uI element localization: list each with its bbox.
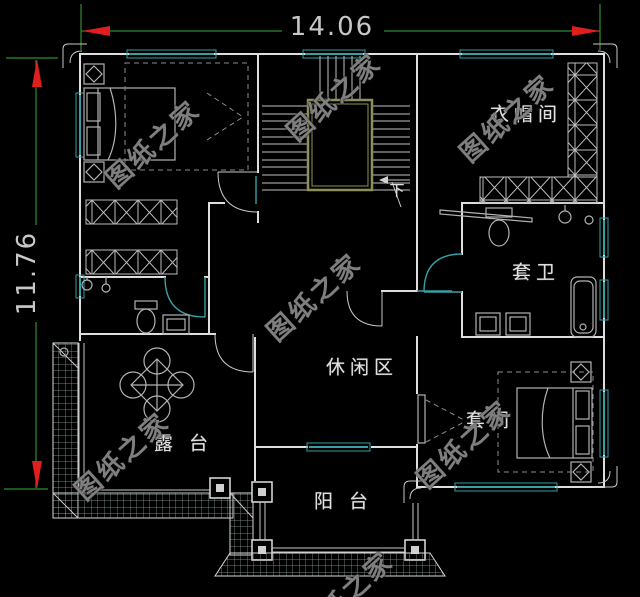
stair-down-label: 下 [389,181,405,200]
doors [164,92,467,444]
stool-icon [475,312,501,336]
railing [259,502,419,553]
corner-decoration-icon [403,480,424,503]
bathtub-icon [570,276,597,338]
stool-icon [505,312,531,336]
stairs [262,56,410,208]
door-icon [417,394,467,444]
nightstand-icon [83,63,105,85]
bathroom-left-fixtures [81,277,190,335]
corner-decoration-icon [593,466,618,488]
bed-icon [83,87,176,161]
window-icon [599,217,609,258]
dimension-arrow-right [572,26,600,36]
window-icon [75,274,85,299]
room-label-cloakroom: 衣帽间 [489,103,563,126]
balcony-edge-band [214,552,446,577]
window-icon [599,389,609,458]
toilet-icon [485,207,513,247]
dimension-arrow-down [32,461,42,489]
opening-marker [206,92,244,141]
corner-decoration-icon [62,43,87,68]
dimension-top [80,4,601,50]
stair-direction-arrow-icon [379,176,410,208]
post-icon [209,477,231,499]
wardrobe-icon [85,199,178,225]
dimension-height-label: 11.76 [12,230,42,316]
clearance-dashed-box [124,62,249,171]
cloakroom-wardrobe [479,62,598,204]
patio-table-icon [119,347,195,423]
shower-icon [558,205,594,225]
wardrobe-icon [85,249,178,275]
suite-furniture [497,361,594,483]
corner-decoration-icon [593,43,618,68]
terrace-edge-band [229,492,254,556]
dimension-width-label: 14.06 [289,12,375,42]
vanity-counter-icon [439,209,533,223]
ensuite-fixtures [439,205,597,338]
door-icon [214,333,254,373]
door-icon [346,290,383,327]
balcony [214,481,446,577]
dimension-left [4,57,58,490]
door-icon [164,276,206,318]
terrace [52,342,254,556]
window-icon [459,49,554,59]
dimension-arrow-up [32,59,42,87]
room-label-leisure-area: 休闲区 [325,356,399,379]
sliding-door-icon [306,442,371,452]
stair-well [306,98,374,192]
room-label-ensuite-bath: 套卫 [511,261,561,284]
door-icon [423,253,463,293]
clearance-dashed-box [497,371,594,473]
window-icon [454,482,558,492]
terrace-edge-band [52,492,234,519]
bedroom-left-furniture [83,62,249,275]
window-icon [126,49,217,59]
drain-icon [59,347,69,357]
windows [75,49,609,492]
room-label-balcony: 阳台 [313,490,385,513]
post-icon [251,481,273,503]
door-icon [217,171,259,213]
nightstand-icon [83,161,105,183]
side-table-icon [162,314,190,335]
dimension-arrow-left [82,26,110,36]
corner-decorations [62,43,618,503]
window-icon [599,279,609,321]
terrace-edge-band [52,342,79,519]
shower-icon [81,277,111,293]
toilet-icon [134,300,158,334]
room-label-terrace: 露台 [153,432,225,455]
bed-icon [516,387,593,459]
window-icon [302,49,366,59]
wardrobe-icon [567,62,598,178]
room-label-suite: 套间 [465,409,515,432]
wardrobe-icon [479,176,598,204]
